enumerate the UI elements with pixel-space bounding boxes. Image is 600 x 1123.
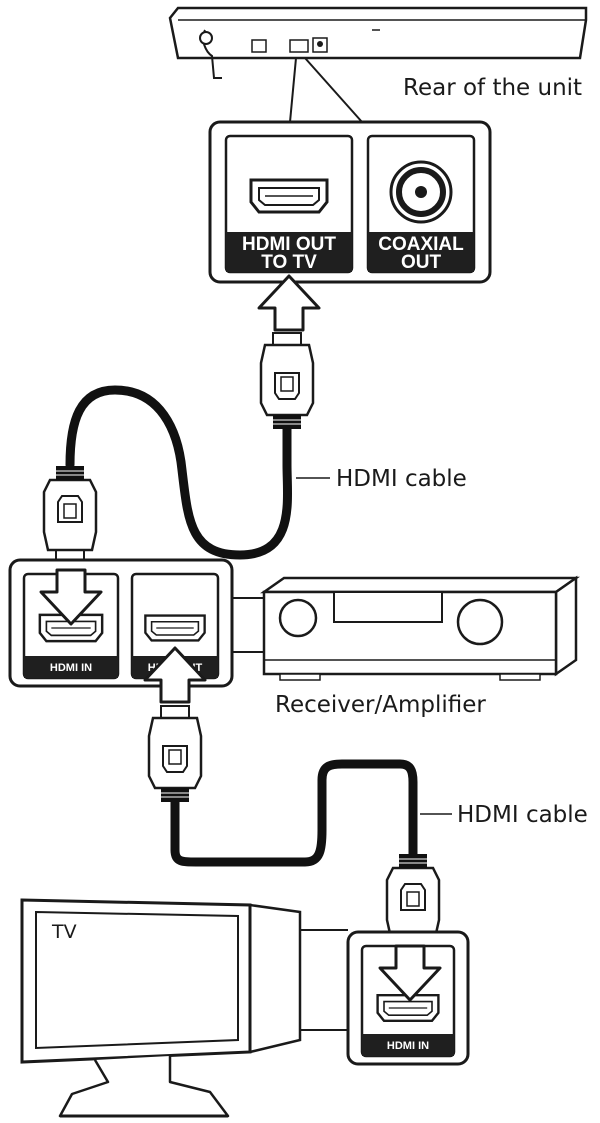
player-hdmi-out-label-bar: [226, 232, 352, 272]
receiver-body: [260, 575, 580, 681]
receiver-hdmi-in-label: HDMI IN: [50, 662, 92, 674]
hdmi-plug-icon: [147, 704, 203, 804]
arrow-up-icon: [257, 274, 321, 332]
hdmi-cable-label-bottom: HDMI cable: [457, 802, 588, 828]
hdmi-cable-bottom: [147, 704, 441, 952]
tv-label: TV: [51, 921, 77, 943]
hdmi-plug-icon: [42, 464, 98, 564]
tv: [20, 898, 302, 1118]
hdmi-cable-top: [42, 331, 315, 564]
tv-hdmi-in-label: HDMI IN: [387, 1040, 429, 1052]
receiver-port-panel: HDMI IN HDMI OUT: [8, 558, 234, 688]
player-hdmi-out-port: [249, 178, 329, 214]
hdmi-cable-label-top: HDMI cable: [336, 466, 467, 492]
receiver-label: Receiver/Amplifier: [275, 692, 486, 718]
player-coaxial-label-bar: [368, 232, 474, 272]
player-hdmi-out-label: HDMI OUT: [242, 234, 336, 255]
player-coaxial-label-2: OUT: [401, 252, 442, 273]
player-coaxial-port: [389, 160, 453, 224]
receiver-hdmi-out-port: [144, 614, 206, 642]
player-hdmi-out-label-2: TO TV: [261, 252, 317, 273]
tv-hdmi-in-label-bar: [362, 1034, 454, 1056]
player-port-panel: HDMI OUT TO TV COAXIAL OUT: [208, 120, 492, 284]
receiver-hdmi-in-label-bar: [24, 656, 118, 678]
player-unit: [168, 6, 588, 79]
player-coaxial-label: COAXIAL: [378, 234, 464, 255]
hdmi-plug-icon: [259, 331, 315, 431]
rear-of-unit-label: Rear of the unit: [403, 75, 582, 101]
